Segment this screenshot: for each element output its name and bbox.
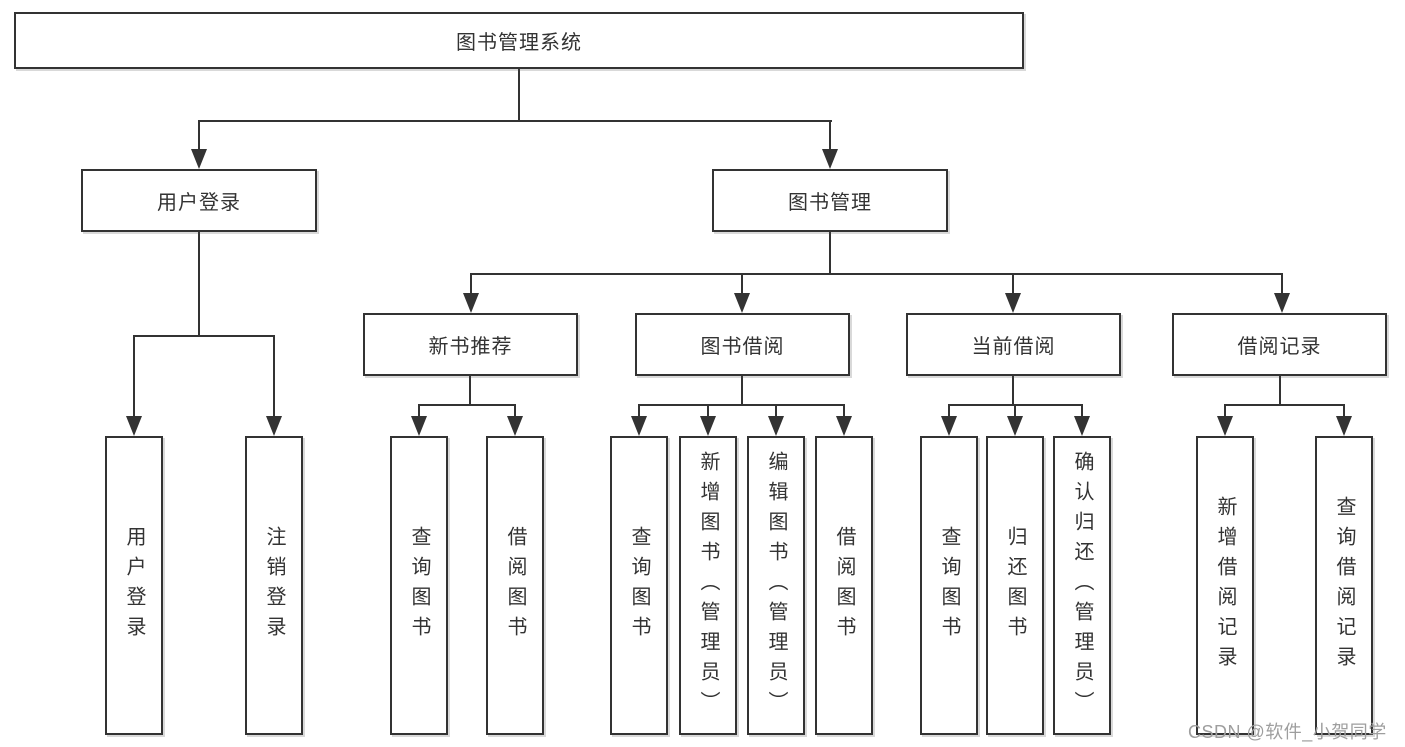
connector-line (198, 232, 200, 337)
arrow-down-icon (1274, 293, 1290, 313)
node-current-borrow: 当前借阅 (906, 313, 1121, 376)
connector-line (1012, 273, 1014, 295)
connector-line (775, 404, 777, 418)
leaf-label: 归还图书 (1004, 525, 1026, 646)
connector-line (1279, 376, 1281, 406)
leaf-borrow-books: 借阅图书 (815, 436, 873, 735)
connector-line (470, 273, 472, 295)
connector-line (843, 404, 845, 418)
node-book-borrow: 图书借阅 (635, 313, 850, 376)
connector-line (273, 335, 275, 418)
node-label: 用户登录 (157, 192, 241, 214)
arrow-down-icon (631, 416, 647, 436)
leaf-label: 查询图书 (628, 525, 650, 646)
csdn-watermark: CSDN @软件_小贺同学 (1188, 722, 1387, 742)
connector-line (133, 335, 135, 418)
connector-line (418, 404, 516, 406)
leaf-edit-book-admin: 编辑图书（管理员） (747, 436, 805, 735)
arrow-down-icon (266, 416, 282, 436)
leaf-label: 注销登录 (263, 525, 285, 646)
connector-line (1343, 404, 1345, 418)
leaf-return-books: 归还图书 (986, 436, 1044, 735)
leaf-label: 确认归还（管理员） (1071, 450, 1093, 721)
arrow-down-icon (1005, 293, 1021, 313)
connector-line (638, 404, 640, 418)
arrow-down-icon (768, 416, 784, 436)
leaf-user-login: 用户登录 (105, 436, 163, 735)
node-label: 当前借阅 (971, 336, 1056, 358)
node-new-book-recommend: 新书推荐 (363, 313, 578, 376)
connector-line (198, 120, 832, 122)
leaf-label: 用户登录 (123, 525, 145, 646)
leaf-add-book-admin: 新增图书（管理员） (679, 436, 737, 735)
leaf-label: 查询借阅记录 (1333, 495, 1355, 676)
connector-line (518, 69, 520, 122)
connector-line (1081, 404, 1083, 418)
arrow-down-icon (126, 416, 142, 436)
leaf-logout: 注销登录 (245, 436, 303, 735)
leaf-label: 查询图书 (408, 525, 430, 646)
arrow-down-icon (191, 149, 207, 169)
node-root-system: 图书管理系统 (14, 12, 1024, 69)
connector-line (1014, 404, 1016, 418)
arrow-down-icon (1007, 416, 1023, 436)
leaf-query-borrow-record: 查询借阅记录 (1315, 436, 1373, 735)
connector-line (470, 273, 1283, 275)
arrow-down-icon (941, 416, 957, 436)
node-label: 借阅记录 (1237, 336, 1322, 358)
node-label: 图书借阅 (700, 336, 785, 358)
leaf-add-borrow-record: 新增借阅记录 (1196, 436, 1254, 735)
leaf-borrow-books-recommend: 借阅图书 (486, 436, 544, 735)
leaf-query-books-recommend: 查询图书 (390, 436, 448, 735)
connector-line (418, 404, 420, 418)
arrow-down-icon (734, 293, 750, 313)
node-label: 图书管理系统 (456, 32, 582, 54)
leaf-confirm-return-admin: 确认归还（管理员） (1053, 436, 1111, 735)
arrow-down-icon (836, 416, 852, 436)
connector-line (1224, 404, 1226, 418)
arrow-down-icon (463, 293, 479, 313)
leaf-label: 查询图书 (938, 525, 960, 646)
connector-line (133, 335, 275, 337)
node-borrow-records: 借阅记录 (1172, 313, 1387, 376)
connector-line (1224, 404, 1345, 406)
connector-line (829, 232, 831, 275)
arrow-down-icon (411, 416, 427, 436)
leaf-label: 新增图书（管理员） (697, 450, 719, 721)
connector-line (514, 404, 516, 418)
arrow-down-icon (1217, 416, 1233, 436)
node-book-management: 图书管理 (712, 169, 948, 232)
connector-line (198, 120, 200, 151)
connector-line (948, 404, 950, 418)
leaf-label: 编辑图书（管理员） (765, 450, 787, 721)
arrow-down-icon (822, 149, 838, 169)
connector-line (1012, 376, 1014, 406)
leaf-label: 借阅图书 (833, 525, 855, 646)
connector-line (638, 404, 845, 406)
arrow-down-icon (1336, 416, 1352, 436)
leaf-label: 借阅图书 (504, 525, 526, 646)
connector-line (707, 404, 709, 418)
connector-line (469, 376, 471, 406)
connector-line (829, 120, 831, 151)
connector-line (741, 376, 743, 406)
arrow-down-icon (1074, 416, 1090, 436)
node-user-login: 用户登录 (81, 169, 317, 232)
node-label: 新书推荐 (428, 336, 513, 358)
leaf-query-books-current: 查询图书 (920, 436, 978, 735)
arrow-down-icon (700, 416, 716, 436)
leaf-query-books-borrow: 查询图书 (610, 436, 668, 735)
node-label: 图书管理 (788, 192, 872, 214)
connector-line (741, 273, 743, 295)
arrow-down-icon (507, 416, 523, 436)
leaf-label: 新增借阅记录 (1214, 495, 1236, 676)
connector-line (1281, 273, 1283, 295)
